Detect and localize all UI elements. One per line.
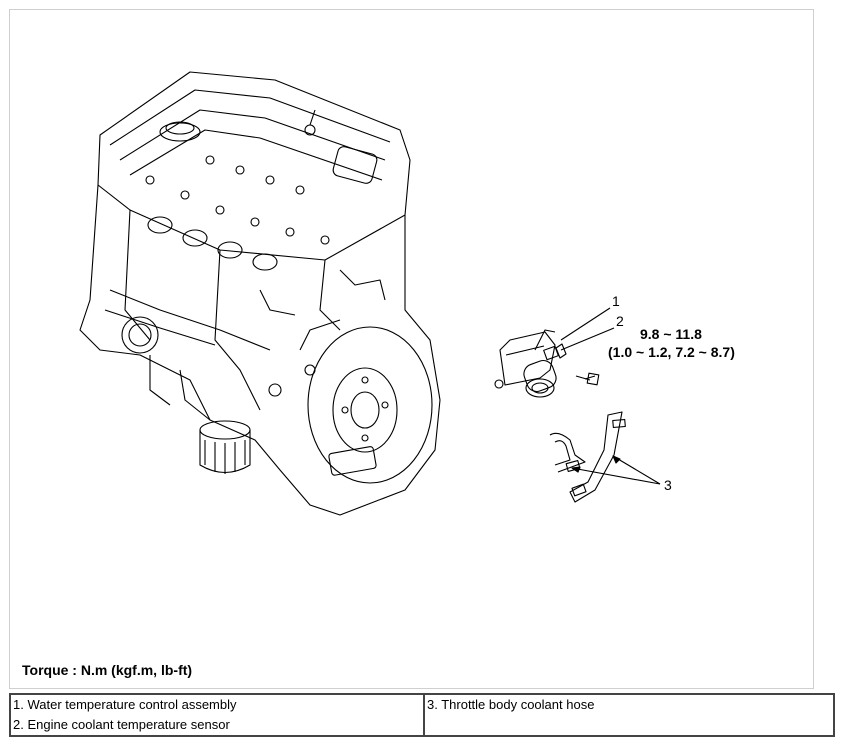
legend-column-right: 3. Throttle body coolant hose [425,695,833,735]
engine-block-drawing [79,71,441,516]
engine-diagram-illustration [79,71,661,516]
water-temperature-control-assembly-drawing [494,329,557,398]
legend-item-1: 1. Water temperature control assembly [13,697,237,712]
parts-legend-table: 1. Water temperature control assembly 2.… [9,693,835,737]
torque-alt-units: (1.0 ~ 1.2, 7.2 ~ 8.7) [608,344,735,360]
legend-item-2: 2. Engine coolant temperature sensor [13,717,230,732]
legend-item-3: 3. Throttle body coolant hose [427,697,595,712]
mounting-bolt-drawing [575,372,600,386]
callout-1: 1 [612,293,620,309]
throttle-body-coolant-hose-drawing [549,411,626,503]
callout-3: 3 [664,477,672,493]
callout-2: 2 [616,313,624,329]
exploded-view-figure: 1 2 3 9.8 ~ 11.8 (1.0 ~ 1.2, 7.2 ~ 8.7) … [9,9,814,689]
coolant-temperature-sensor-drawing [543,343,567,361]
torque-caption: Torque : N.m (kgf.m, lb-ft) [22,662,193,678]
legend-column-left: 1. Water temperature control assembly 2.… [11,695,425,735]
torque-value: 9.8 ~ 11.8 [640,326,702,342]
